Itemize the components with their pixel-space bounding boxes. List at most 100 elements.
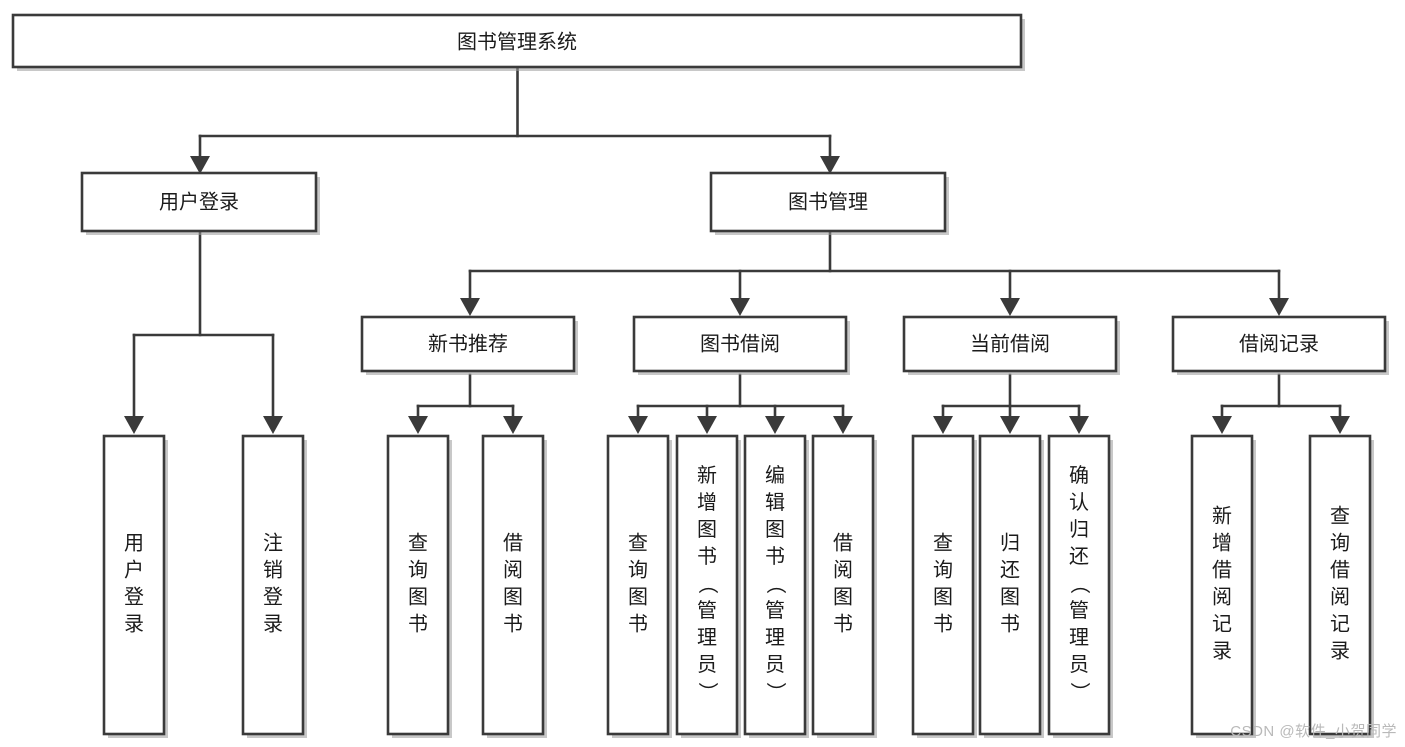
svg-text:图: 图	[833, 587, 853, 609]
svg-text:书: 书	[1000, 613, 1020, 636]
node-book-borrow-label: 图书借阅	[700, 332, 780, 355]
arrow-head-book-borrow	[730, 298, 750, 316]
node-leaf-return-book-box	[978, 434, 1042, 736]
svg-text:录: 录	[1212, 641, 1232, 663]
svg-text:查: 查	[933, 532, 953, 555]
svg-text:销: 销	[263, 559, 283, 582]
svg-text:录: 录	[1330, 641, 1350, 663]
svg-text:新: 新	[1212, 505, 1232, 528]
node-current-borrow[interactable]: 当前借阅	[902, 315, 1120, 375]
arrow-head-leaf-edit-book	[765, 416, 785, 434]
svg-text:询: 询	[933, 559, 953, 582]
svg-text:借: 借	[1330, 559, 1350, 582]
node-root-box	[11, 13, 1023, 69]
node-leaf-query-book-3-box	[911, 434, 975, 736]
svg-text:借: 借	[1212, 559, 1232, 582]
arrow-head-leaf-confirm-return	[1069, 416, 1089, 434]
svg-text:还: 还	[1000, 559, 1020, 582]
node-root[interactable]: 图书管理系统	[11, 13, 1025, 71]
svg-text:认: 认	[1069, 491, 1089, 514]
arrow-head-leaf-query-book-1	[408, 416, 428, 434]
svg-text:）: ）	[1068, 682, 1091, 702]
svg-text:阅: 阅	[503, 559, 523, 582]
arrow-head-borrow-record	[1269, 298, 1289, 316]
node-leaf-confirm-return-box	[1047, 434, 1111, 736]
arrow-head-leaf-add-book	[697, 416, 717, 434]
node-leaf-query-record-box	[1308, 434, 1372, 736]
svg-text:管: 管	[765, 599, 785, 622]
svg-text:登: 登	[124, 586, 144, 609]
node-book-borrow-box	[632, 315, 848, 373]
node-new-book-rec-label: 新书推荐	[428, 332, 508, 355]
arrow-head-leaf-return-book	[1000, 416, 1020, 434]
svg-text:记: 记	[1212, 613, 1232, 636]
svg-text:员: 员	[765, 654, 785, 676]
node-leaf-user-login[interactable]: 用户登录	[102, 434, 168, 738]
svg-text:查: 查	[628, 532, 648, 555]
svg-text:（: （	[1068, 574, 1091, 594]
nodes-layer: 图书管理系统 用户登录 图书管理 新书推荐	[11, 13, 1389, 738]
svg-text:注: 注	[263, 532, 283, 555]
svg-text:书: 书	[503, 613, 523, 636]
node-book-mgmt[interactable]: 图书管理	[709, 171, 949, 235]
svg-text:借: 借	[503, 532, 523, 555]
svg-text:理: 理	[697, 627, 717, 649]
svg-text:归: 归	[1069, 518, 1089, 541]
svg-text:书: 书	[833, 613, 853, 636]
svg-text:员: 员	[1069, 654, 1089, 676]
node-borrow-record[interactable]: 借阅记录	[1171, 315, 1389, 375]
arrow-head-leaf-logout	[263, 416, 283, 434]
svg-text:增: 增	[697, 491, 717, 514]
node-leaf-edit-book-box	[743, 434, 807, 736]
svg-text:阅: 阅	[1212, 586, 1232, 609]
arrow-head-new-book-rec	[460, 298, 480, 316]
arrow-head-leaf-borrow-book-2	[833, 416, 853, 434]
svg-text:（: （	[764, 574, 787, 594]
arrow-head-book-mgmt	[820, 156, 840, 174]
arrow-head-leaf-add-record	[1212, 416, 1232, 434]
node-leaf-logout-box	[241, 434, 305, 736]
svg-text:查: 查	[408, 532, 428, 555]
svg-text:书: 书	[765, 545, 785, 568]
node-borrow-record-label: 借阅记录	[1239, 332, 1319, 355]
svg-text:图: 图	[1000, 587, 1020, 609]
svg-text:记: 记	[1330, 613, 1350, 636]
node-book-borrow[interactable]: 图书借阅	[632, 315, 850, 375]
svg-text:图: 图	[628, 587, 648, 609]
svg-text:用: 用	[124, 533, 144, 555]
node-leaf-add-record-box	[1190, 434, 1254, 736]
svg-text:登: 登	[263, 586, 283, 609]
svg-text:书: 书	[697, 545, 717, 568]
arrow-head-leaf-query-book-2	[628, 416, 648, 434]
svg-text:图: 图	[503, 587, 523, 609]
svg-text:管: 管	[1069, 599, 1089, 622]
node-new-book-rec[interactable]: 新书推荐	[360, 315, 578, 375]
svg-text:归: 归	[1000, 532, 1020, 555]
svg-text:查: 查	[1330, 505, 1350, 528]
node-leaf-query-book-1-box	[386, 434, 450, 736]
node-leaf-borrow-book-1-box	[481, 434, 545, 736]
node-user-login[interactable]: 用户登录	[80, 171, 320, 235]
arrow-head-leaf-query-book-3	[933, 416, 953, 434]
svg-text:编: 编	[765, 464, 785, 487]
svg-text:书: 书	[408, 613, 428, 636]
svg-text:增: 增	[1212, 532, 1232, 555]
node-current-borrow-box	[902, 315, 1118, 373]
svg-text:借: 借	[833, 532, 853, 555]
connectors-layer	[124, 66, 1350, 434]
node-borrow-record-box	[1171, 315, 1387, 373]
